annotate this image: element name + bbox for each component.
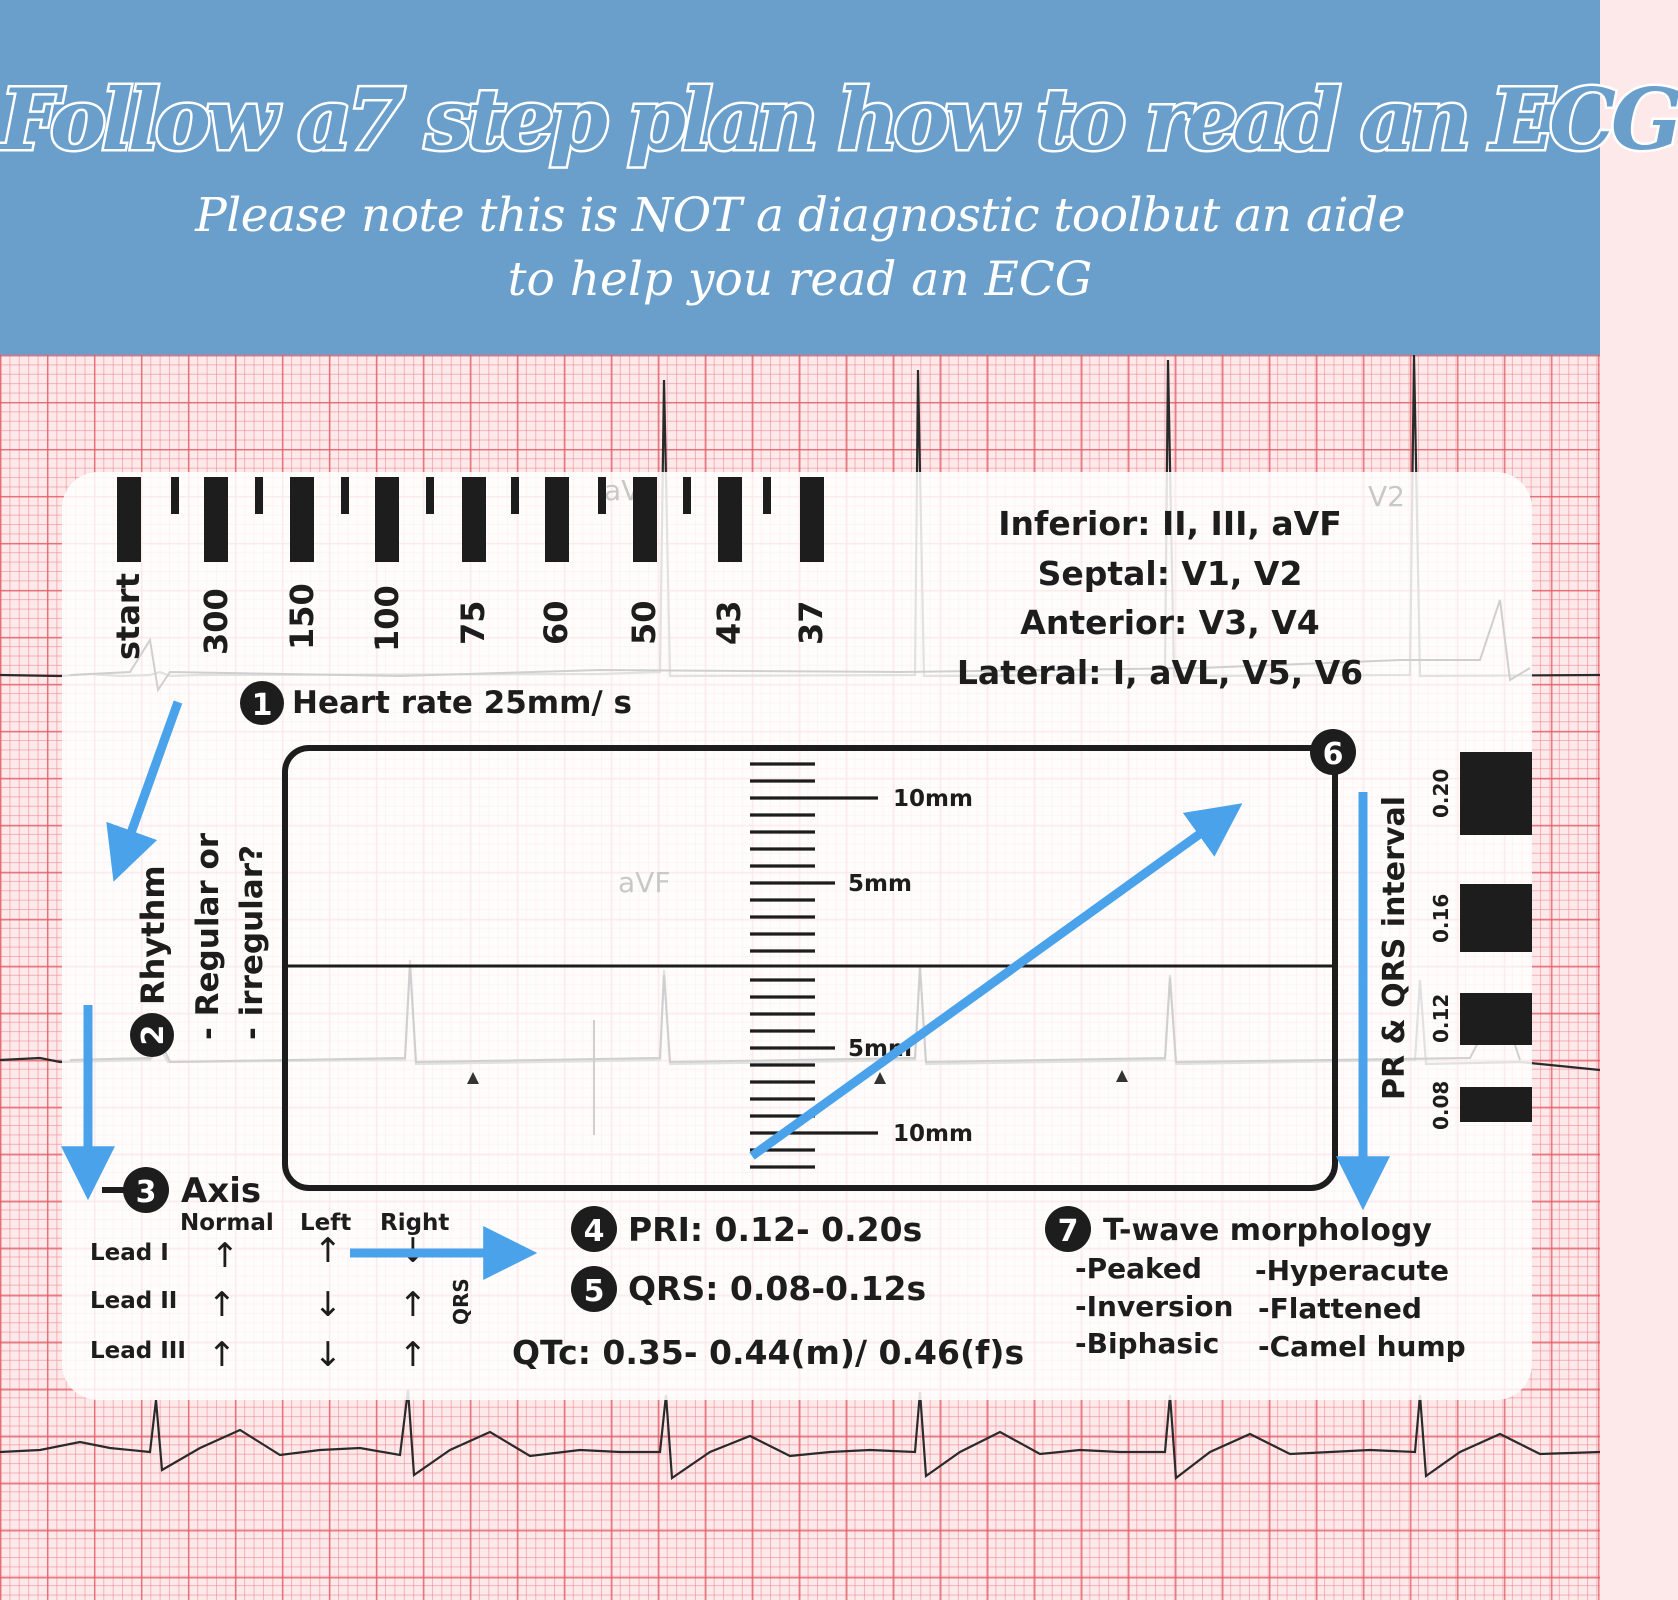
svg-text:↑: ↑ — [399, 1335, 428, 1375]
guide-arrow-to-6 — [749, 803, 1243, 1160]
step-4-number: 4 — [584, 1214, 605, 1249]
t-wave-hyperacute: -Hyperacute — [1255, 1254, 1449, 1287]
axis-col-right: Right — [380, 1210, 449, 1236]
t-wave-peaked: -Peaked — [1075, 1252, 1202, 1285]
interval-ruler-bars — [1460, 752, 1532, 1122]
interval-label-012: 0.12 — [1429, 994, 1453, 1043]
qrs-range: QRS: 0.08-0.12s — [628, 1269, 926, 1308]
leads-inferior: Inferior: II, III, aVF — [998, 504, 1342, 543]
step-5-number: 5 — [584, 1274, 605, 1309]
interval-ruler-title: PR & QRS interval — [1377, 796, 1412, 1100]
card-graphics: aVL V2 aVF start 300 150 100 75 60 50 43… — [61, 474, 1532, 1375]
t-wave-biphasic: -Biphasic — [1075, 1327, 1219, 1360]
step-3-number: 3 — [136, 1175, 157, 1210]
svg-text:↑: ↑ — [208, 1285, 237, 1325]
amp-label-10mm-bottom: 10mm — [893, 1121, 973, 1147]
step-4-badge — [571, 1206, 617, 1252]
step-1-badge — [240, 681, 284, 725]
step-6-number: 6 — [1323, 737, 1344, 772]
axis-col-normal: Normal — [180, 1210, 274, 1236]
hr-label-50: 50 — [625, 600, 663, 645]
hr-label-37: 37 — [792, 600, 830, 645]
amplitude-ticks — [750, 762, 878, 1169]
t-wave-flattened: -Flattened — [1258, 1292, 1422, 1325]
pri-range: PRI: 0.12- 0.20s — [628, 1210, 922, 1249]
hr-label-start: start — [109, 573, 147, 660]
axis-title: Axis — [181, 1171, 261, 1211]
axis-row-lead-i: Lead I — [90, 1240, 169, 1266]
hr-label-75: 75 — [454, 600, 492, 645]
step-3-badge — [123, 1167, 169, 1213]
svg-text:↑: ↑ — [399, 1285, 428, 1325]
step-2-number: 2 — [136, 1025, 171, 1046]
step-7-number: 7 — [1058, 1214, 1079, 1249]
trace-label-avf: aVF — [618, 866, 670, 899]
trace-label-v2: V2 — [1368, 480, 1405, 513]
step-5-badge — [571, 1266, 617, 1312]
banner-subtitle-line1: Please note this is NOT a diagnostic too… — [195, 188, 1405, 243]
amp-label-5mm-top: 5mm — [848, 871, 912, 897]
heart-rate-ruler — [117, 477, 824, 562]
step-7-badge — [1045, 1206, 1091, 1252]
axis-row-lead-iii: Lead III — [90, 1338, 186, 1364]
axis-col-left: Left — [300, 1210, 351, 1236]
t-wave-camel-hump: -Camel hump — [1258, 1330, 1466, 1363]
interval-label-020: 0.20 — [1429, 769, 1453, 818]
step-1-number: 1 — [252, 688, 273, 723]
banner-title: Follow a7 step plan how to read an ECG — [0, 68, 1678, 172]
axis-arrows: ↑↑↓ ↑↓↑ ↑↓↑ — [208, 1231, 428, 1375]
leads-anterior: Anterior: V3, V4 — [1020, 603, 1319, 642]
t-wave-title: T-wave morphology — [1103, 1213, 1432, 1248]
banner-subtitle-line2: to help you read an ECG — [507, 252, 1093, 307]
guide-arrow-1-to-2 — [106, 700, 183, 882]
heart-rate-label: Heart rate 25mm/ s — [292, 685, 632, 721]
axis-qrs-label: QRS — [449, 1278, 473, 1325]
step-6-badge — [1310, 729, 1356, 775]
leads-septal: Septal: V1, V2 — [1038, 554, 1303, 593]
title-banner — [0, 0, 1600, 355]
hr-label-150: 150 — [283, 583, 321, 650]
svg-text:↓: ↓ — [314, 1285, 343, 1325]
svg-text:↑: ↑ — [314, 1231, 343, 1271]
amplitude-box — [282, 745, 1338, 1191]
svg-text:↑: ↑ — [211, 1236, 240, 1276]
leads-lateral: Lateral: I, aVL, V5, V6 — [957, 653, 1363, 692]
rhythm-regular: - Regular or — [190, 832, 226, 1040]
hr-label-100: 100 — [368, 585, 406, 652]
t-wave-inversion: -Inversion — [1075, 1290, 1233, 1323]
ecg-ruler-card — [62, 472, 1532, 1400]
svg-text:↑: ↑ — [208, 1335, 237, 1375]
hr-label-60: 60 — [537, 600, 575, 645]
amp-label-10mm-top: 10mm — [893, 786, 973, 812]
interval-label-016: 0.16 — [1429, 894, 1453, 943]
step-2-badge — [130, 1013, 174, 1057]
svg-text:↓: ↓ — [314, 1335, 343, 1375]
hr-label-43: 43 — [710, 600, 748, 645]
rhythm-irregular: - irregular? — [234, 845, 270, 1040]
interval-label-008: 0.08 — [1429, 1081, 1453, 1130]
hr-label-300: 300 — [197, 588, 235, 655]
rhythm-title: Rhythm — [134, 865, 172, 1005]
qtc-range: QTc: 0.35- 0.44(m)/ 0.46(f)s — [512, 1333, 1024, 1372]
axis-row-lead-ii: Lead II — [90, 1288, 177, 1314]
